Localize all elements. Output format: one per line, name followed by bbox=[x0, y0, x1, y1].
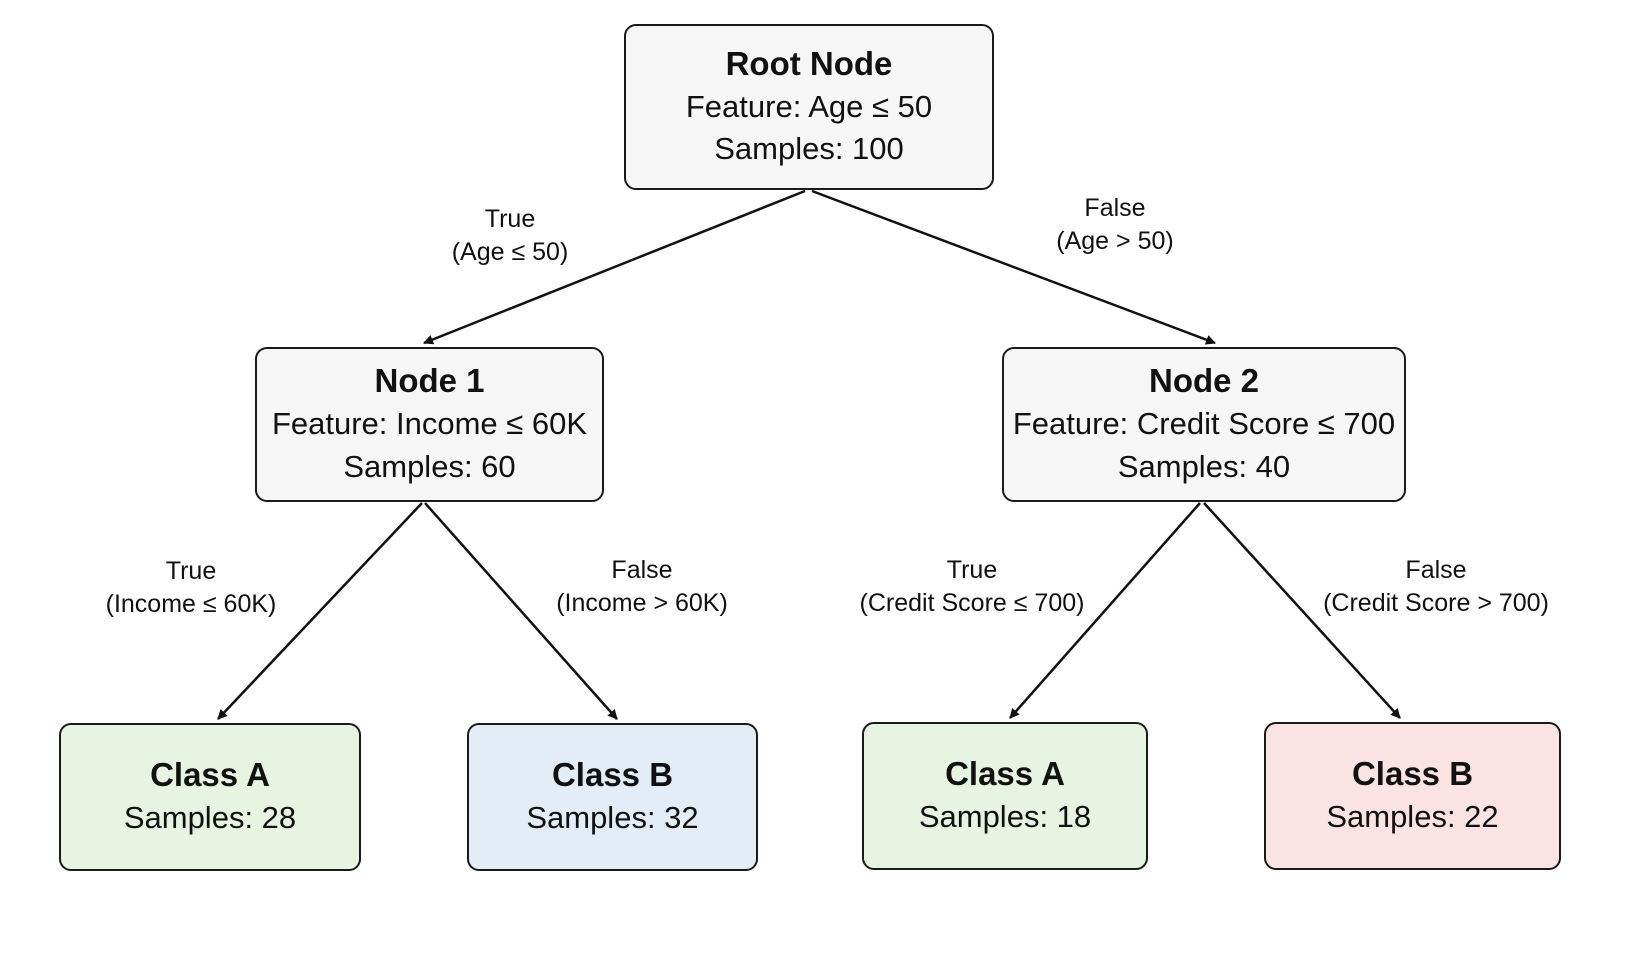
edge-condition: (Credit Score ≤ 700) bbox=[859, 588, 1085, 617]
leaf-samples: Samples: 28 bbox=[123, 800, 297, 836]
node-feature: Feature: Income ≤ 60K bbox=[271, 406, 588, 442]
node-feature: Feature: Credit Score ≤ 700 bbox=[1012, 406, 1396, 442]
edge-label-node2-true: True (Credit Score ≤ 700) bbox=[860, 554, 1085, 619]
leaf-class-b-left: Class B Samples: 32 bbox=[467, 723, 758, 871]
edge-branch: True bbox=[165, 557, 217, 585]
leaf-samples: Samples: 18 bbox=[918, 799, 1092, 835]
edge-node1-to-leaf2 bbox=[424, 502, 618, 720]
edge-label-root-true: True (Age ≤ 50) bbox=[452, 203, 569, 268]
edge-condition: (Income ≤ 60K) bbox=[105, 589, 277, 618]
node-1: Node 1 Feature: Income ≤ 60K Samples: 60 bbox=[255, 347, 604, 502]
leaf-samples: Samples: 22 bbox=[1326, 799, 1499, 835]
node-2: Node 2 Feature: Credit Score ≤ 700 Sampl… bbox=[1002, 347, 1406, 502]
edge-condition: (Age ≤ 50) bbox=[451, 237, 569, 266]
node-title: Root Node bbox=[725, 44, 893, 82]
edge-root-to-node1 bbox=[423, 189, 806, 345]
edge-label-node1-false: False (Income > 60K) bbox=[556, 554, 728, 619]
edge-condition: (Age > 50) bbox=[1056, 226, 1174, 255]
leaf-class-a-right: Class A Samples: 18 bbox=[862, 722, 1148, 870]
edge-label-root-false: False (Age > 50) bbox=[1056, 192, 1173, 257]
edge-node2-to-leaf3 bbox=[1009, 502, 1201, 719]
edge-condition: (Income > 60K) bbox=[556, 588, 728, 617]
node-samples: Samples: 40 bbox=[1117, 448, 1291, 484]
edge-branch: True bbox=[484, 205, 536, 233]
edge-root-to-node2 bbox=[811, 189, 1216, 345]
edge-branch: False bbox=[1405, 556, 1467, 584]
leaf-class: Class B bbox=[1351, 755, 1474, 793]
leaf-class-b-right: Class B Samples: 22 bbox=[1264, 722, 1561, 870]
node-feature: Feature: Age ≤ 50 bbox=[685, 88, 933, 124]
edge-label-node1-true: True (Income ≤ 60K) bbox=[106, 555, 277, 620]
edge-branch: True bbox=[946, 556, 998, 584]
edge-node1-to-leaf1 bbox=[217, 502, 423, 720]
edge-branch: False bbox=[1084, 194, 1146, 222]
root-node: Root Node Feature: Age ≤ 50 Samples: 100 bbox=[624, 24, 994, 190]
leaf-class-a-left: Class A Samples: 28 bbox=[59, 723, 361, 871]
node-title: Node 2 bbox=[1148, 362, 1260, 400]
leaf-class: Class A bbox=[150, 756, 270, 794]
leaf-class: Class A bbox=[945, 755, 1065, 793]
edge-node2-to-leaf4 bbox=[1203, 502, 1401, 719]
edge-condition: (Credit Score > 700) bbox=[1323, 588, 1549, 617]
leaf-samples: Samples: 32 bbox=[526, 800, 699, 836]
node-samples: Samples: 60 bbox=[343, 448, 516, 484]
edge-label-node2-false: False (Credit Score > 700) bbox=[1323, 554, 1549, 619]
node-title: Node 1 bbox=[374, 362, 485, 400]
node-samples: Samples: 100 bbox=[714, 131, 904, 167]
leaf-class: Class B bbox=[551, 756, 674, 794]
edge-branch: False bbox=[611, 556, 673, 584]
